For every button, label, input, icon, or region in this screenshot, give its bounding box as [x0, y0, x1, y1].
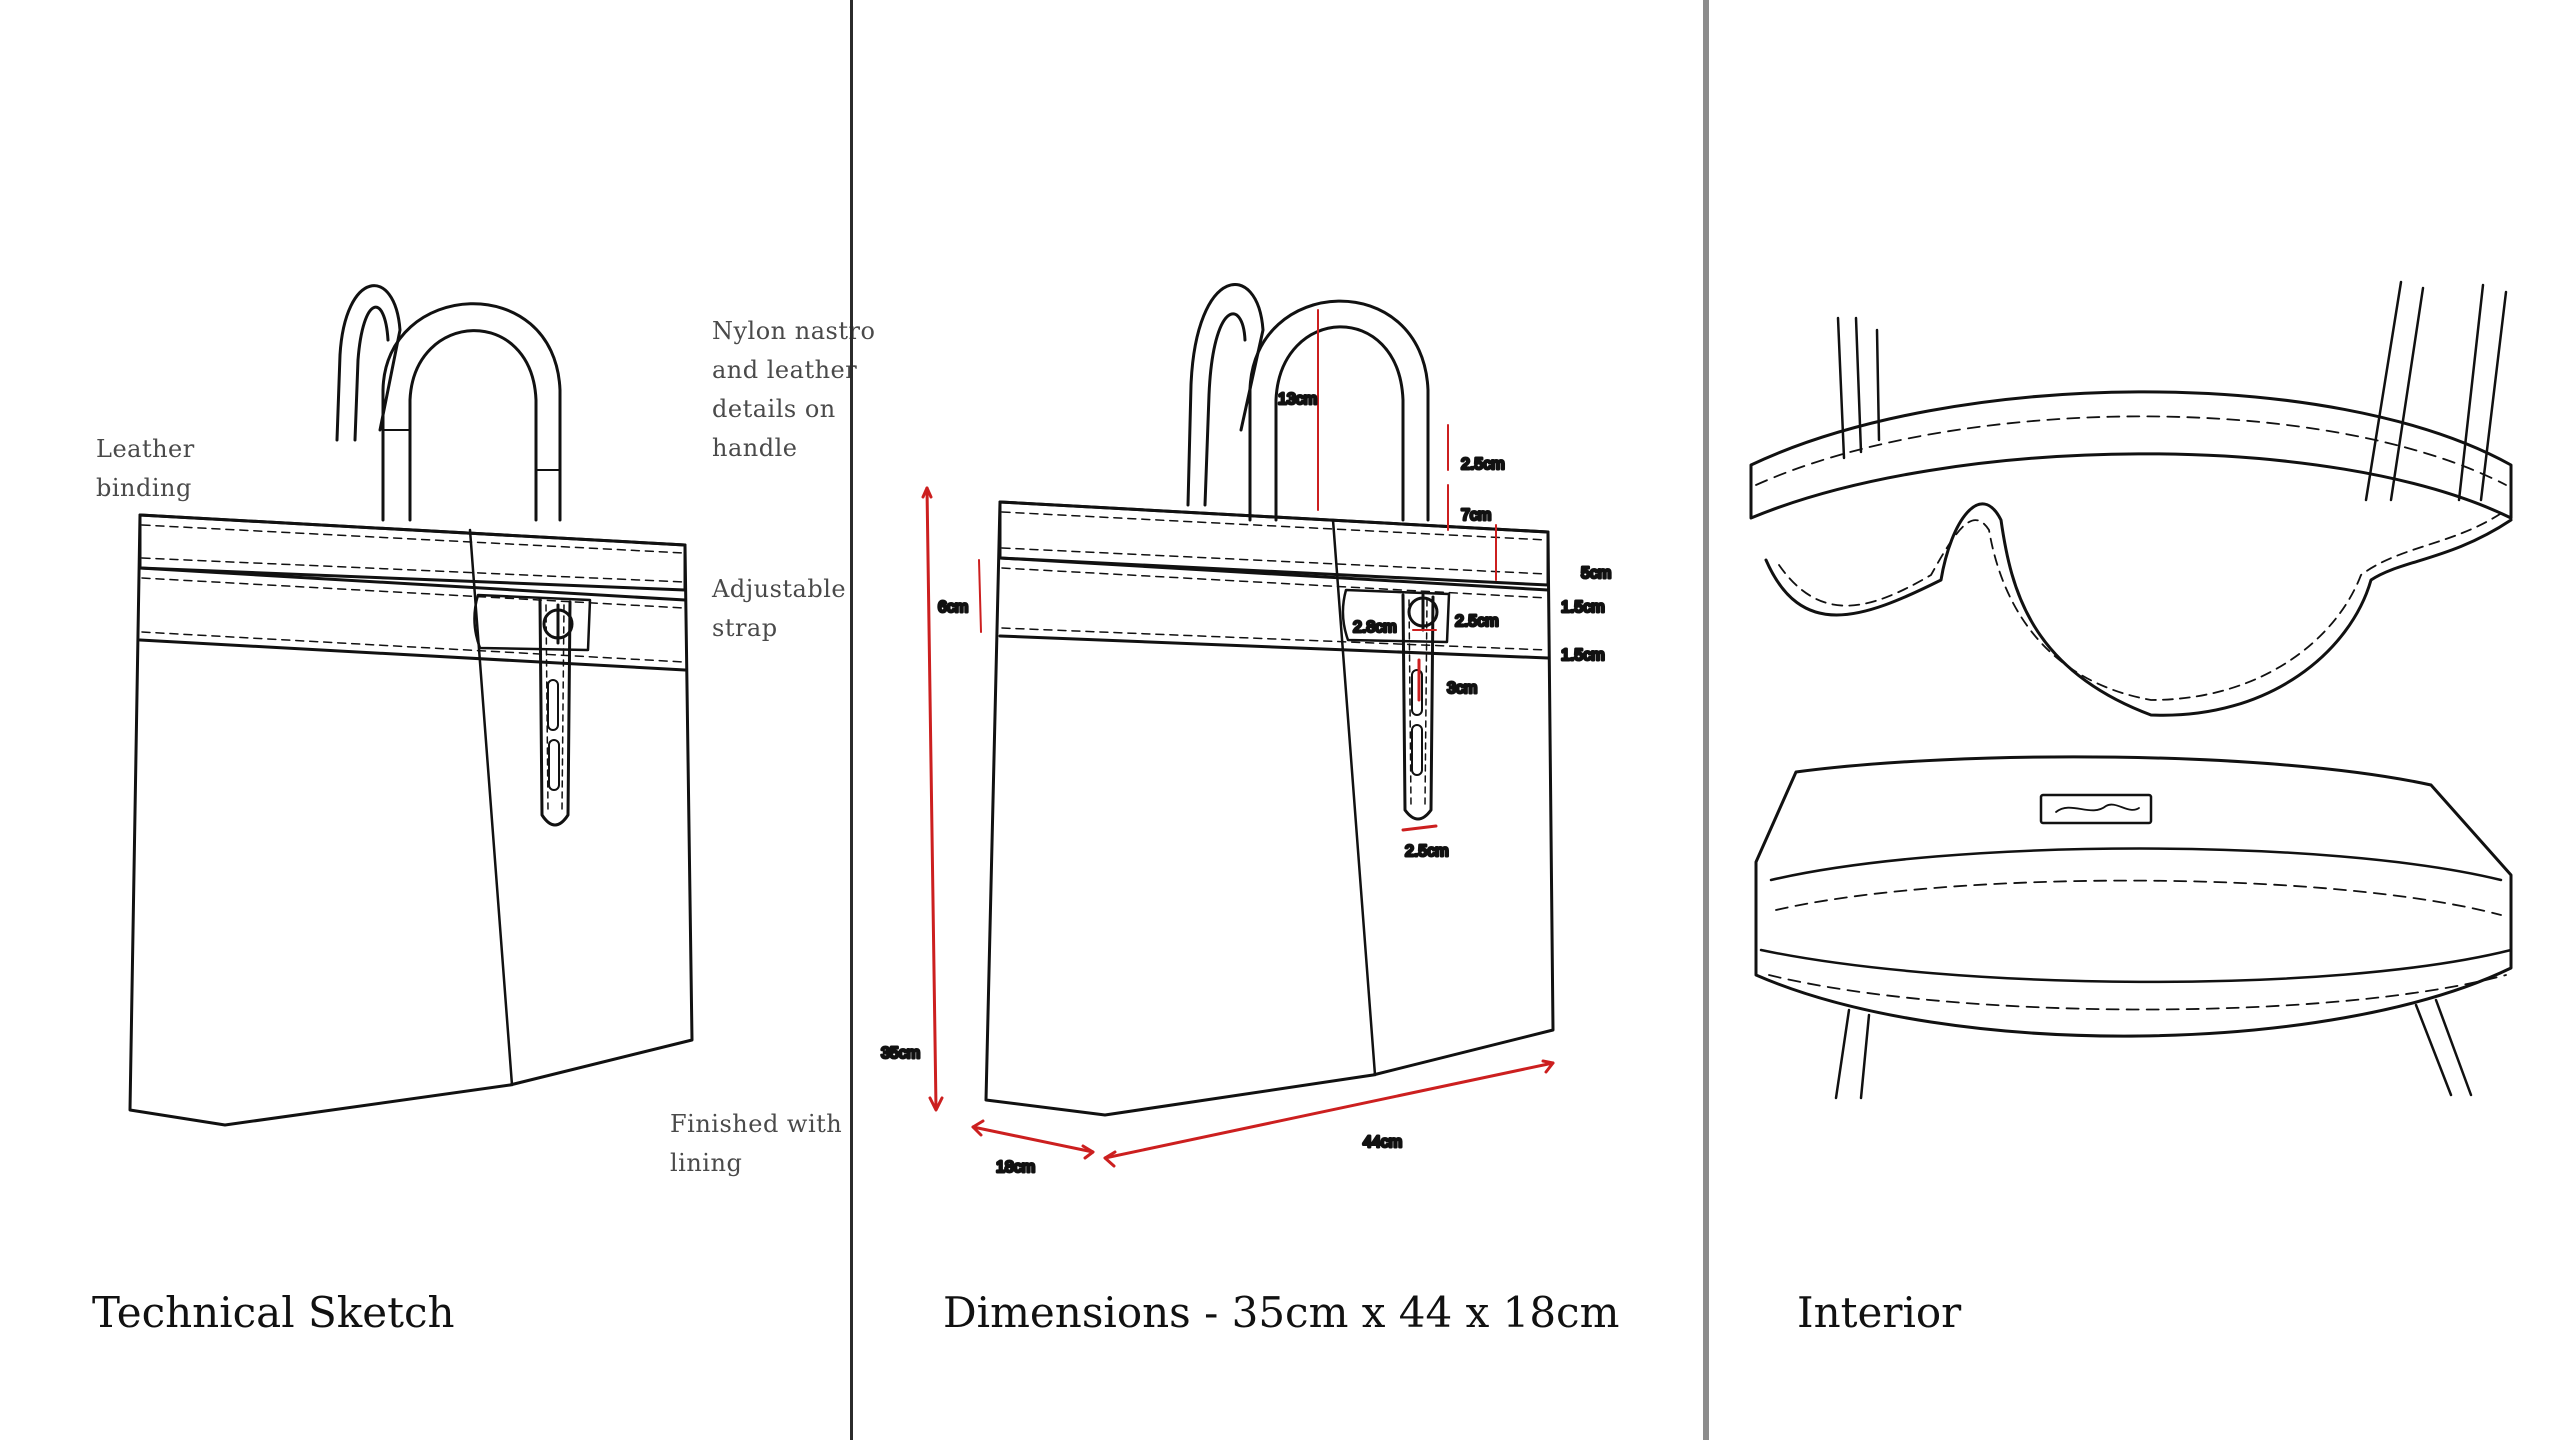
- dim-label-width: 44cm: [1363, 1134, 1402, 1151]
- note-line: Leather: [96, 435, 195, 463]
- note-lining: Finished with lining: [670, 1105, 842, 1183]
- adjustable-strap: [1401, 593, 1435, 821]
- dim-label-slot: 3cm: [1447, 680, 1477, 697]
- dimension-lines: [921, 309, 1555, 1168]
- brand-label: [2039, 793, 2153, 825]
- handle-front: [1248, 299, 1430, 522]
- panel-divider: [1703, 0, 1709, 1440]
- side-gusset-fold: [468, 528, 514, 1087]
- dim-label-height: 35cm: [881, 1045, 920, 1062]
- note-line: lining: [670, 1149, 743, 1177]
- note-leather-binding: Leather binding: [96, 430, 195, 508]
- note-line: Finished with: [670, 1110, 843, 1138]
- width-dim-line: [1103, 1061, 1555, 1160]
- note-line: binding: [96, 474, 192, 502]
- dim-label-binding-top: 1.5cm: [1561, 599, 1605, 616]
- handle-front: [381, 302, 562, 522]
- technical-sketch-panel: Leather binding Nylon nastro and leather…: [0, 0, 875, 1440]
- note-line: strap: [712, 614, 778, 642]
- dim-label-depth: 18cm: [996, 1159, 1035, 1176]
- bag-dimensions-drawing: 35cm 44cm 18cm 6cm 13cm 2.5cm 7cm 5cm 1.…: [880, 283, 1613, 1178]
- dim-label-top-band: 5cm: [1581, 565, 1611, 582]
- adjustable-strap: [473, 593, 592, 827]
- note-line: handle: [712, 434, 798, 462]
- interior-opening-lower: [1754, 755, 2513, 1038]
- caption-technical-sketch: Technical Sketch: [92, 1288, 455, 1337]
- note-line: Nylon nastro: [712, 317, 876, 345]
- interior-rim-upper: [1749, 390, 2513, 520]
- note-handle: Nylon nastro and leather details on hand…: [712, 312, 875, 468]
- interior-drawing: [1749, 280, 2513, 1100]
- middle-band: [138, 566, 687, 672]
- note-line: Adjustable: [712, 575, 847, 603]
- signature-mark: [2055, 803, 2140, 813]
- interior-pocket: [1764, 502, 2513, 717]
- interior-panel: Interior: [1711, 0, 2560, 1440]
- dim-label-strap-top: 7cm: [1461, 507, 1491, 524]
- caption-interior: Interior: [1797, 1288, 1962, 1337]
- dimensions-panel: 35cm 44cm 18cm 6cm 13cm 2.5cm 7cm 5cm 1.…: [853, 0, 1703, 1440]
- top-binding: [138, 513, 687, 592]
- dim-label-handle-drop: 13cm: [1278, 391, 1317, 408]
- note-adjustable-strap: Adjustable strap: [712, 570, 846, 648]
- panel-divider: [850, 0, 853, 1440]
- dim-label-buckle-height: 2.5cm: [1455, 613, 1499, 630]
- dim-label-binding-bottom: 1.5cm: [1561, 647, 1605, 664]
- note-line: details on: [712, 395, 836, 423]
- dim-label-handle-tab: 2.5cm: [1461, 456, 1505, 473]
- handle-rear: [1186, 283, 1265, 507]
- height-dim-line: [925, 486, 938, 1110]
- dim-label-buckle-width: 2.8cm: [1353, 619, 1397, 636]
- note-line: and leather: [712, 356, 858, 384]
- handle-rear: [335, 284, 402, 442]
- depth-dim-line: [971, 1125, 1095, 1154]
- bag-body: [128, 513, 694, 1127]
- bag-sketch-drawing: [128, 284, 694, 1127]
- middle-band: [998, 556, 1550, 660]
- top-binding: [998, 500, 1550, 587]
- dim-label-strap-width: 2.5cm: [1405, 843, 1449, 860]
- dim-label-band: 6cm: [938, 599, 968, 616]
- caption-dimensions: Dimensions - 35cm x 44 x 18cm: [943, 1288, 1620, 1337]
